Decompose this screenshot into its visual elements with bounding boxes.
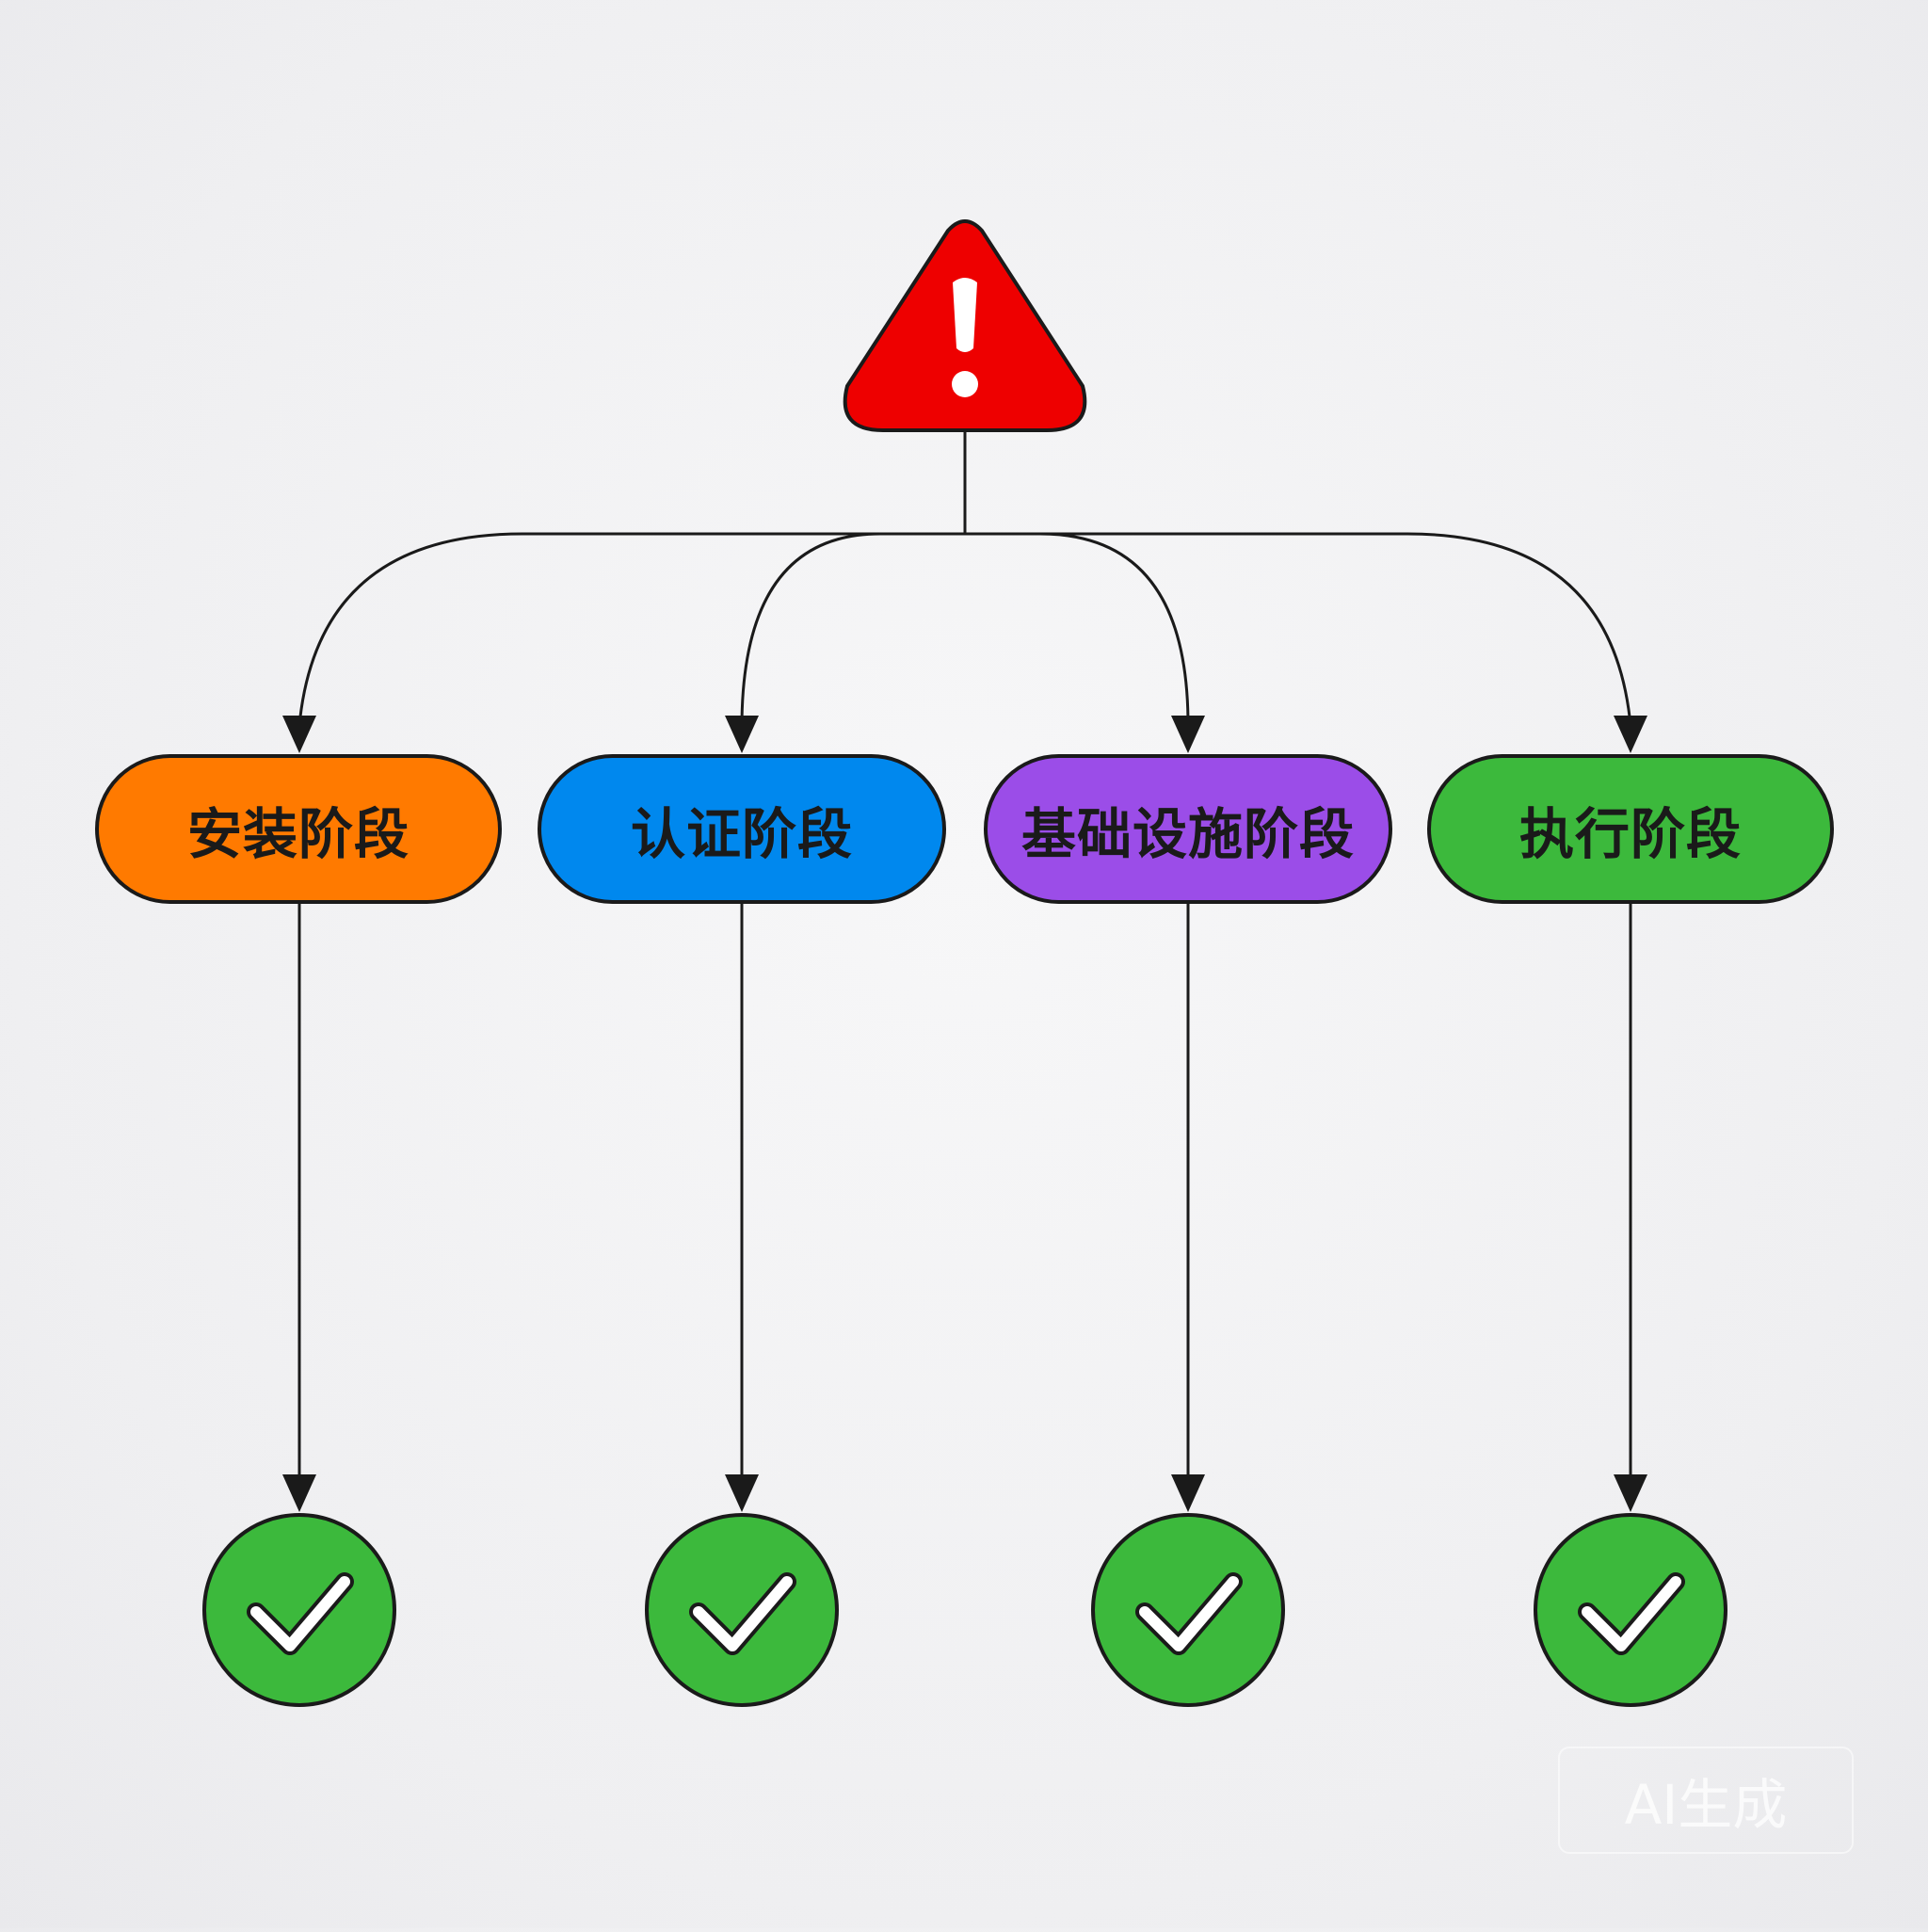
- branch-curve-1: [297, 532, 523, 726]
- arrowhead-bottom-1: [282, 1474, 316, 1512]
- exclamation-dot: [952, 371, 978, 397]
- check-circle-icon: [1091, 1513, 1285, 1707]
- stage-pill-4: [1427, 754, 1834, 904]
- stage-label-install: 安装阶段: [186, 801, 410, 866]
- stage-pill-2: [538, 754, 946, 904]
- check-circle-icon: [645, 1513, 839, 1707]
- arrowhead-top-2: [725, 716, 759, 753]
- stage-label-infrastructure: 基础设施阶段: [1020, 801, 1355, 866]
- arrowhead-top-1: [282, 716, 316, 753]
- stage-label-auth: 认证阶段: [630, 801, 853, 866]
- arrowhead-bottom-2: [725, 1474, 759, 1512]
- stage-pills: [95, 754, 1834, 904]
- exclamation-mark: [953, 278, 977, 352]
- ai-generated-watermark: AI生成: [1558, 1747, 1854, 1854]
- arrowheads: [282, 716, 1647, 1512]
- branch-curve-3: [1039, 532, 1190, 726]
- arrowhead-bottom-4: [1614, 1474, 1647, 1512]
- connectors: [297, 430, 1632, 1488]
- check-circle-icon: [202, 1513, 396, 1707]
- check-circle-icon: [1534, 1513, 1727, 1707]
- status-checks: [202, 1513, 1727, 1707]
- arrowhead-top-3: [1171, 716, 1205, 753]
- arrowhead-top-4: [1614, 716, 1647, 753]
- stage-pill-1: [95, 754, 502, 904]
- branch-curve-4: [1406, 532, 1632, 726]
- arrowhead-bottom-3: [1171, 1474, 1205, 1512]
- branch-curve-2: [740, 532, 881, 726]
- stage-label-execute: 执行阶段: [1518, 801, 1742, 866]
- stage-pill-3: [984, 754, 1392, 904]
- warning-triangle-icon: [843, 219, 1087, 432]
